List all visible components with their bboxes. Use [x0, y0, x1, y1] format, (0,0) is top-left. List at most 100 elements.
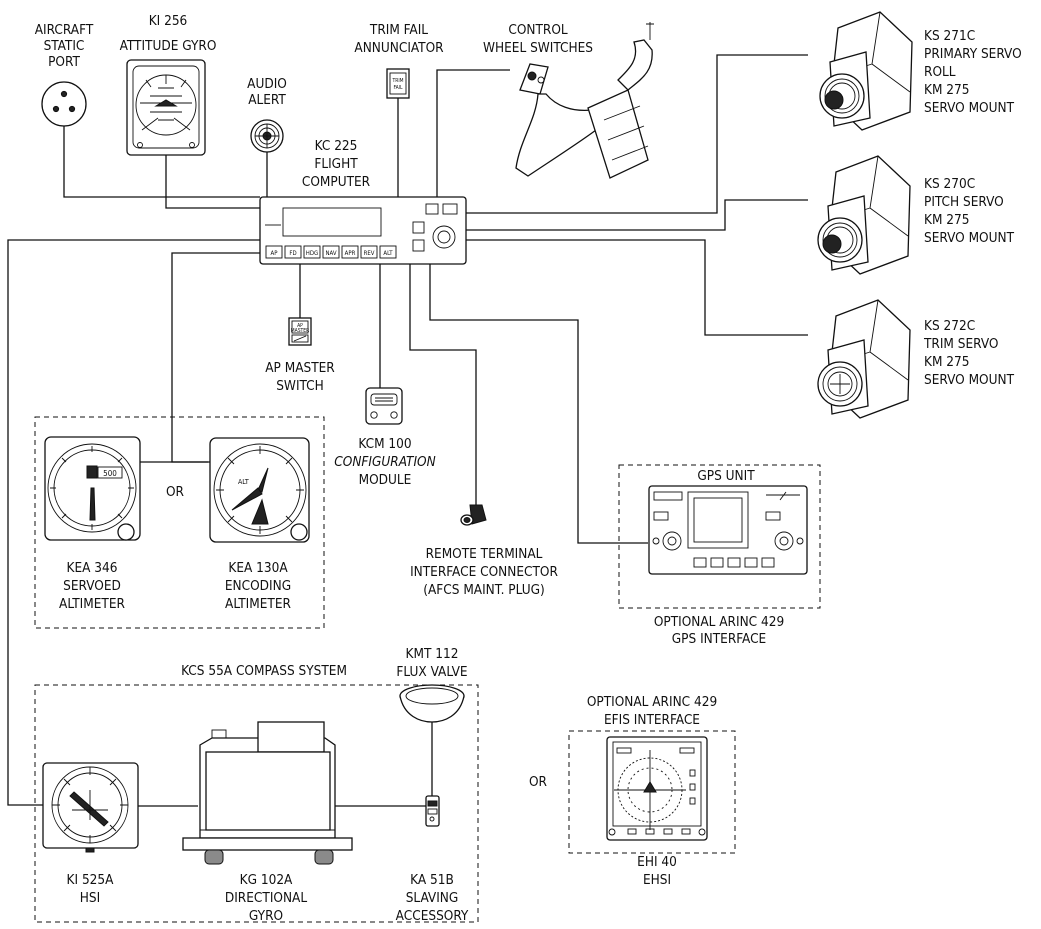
- kc225-button-label: HDG: [306, 250, 318, 257]
- directional-gyro-label: DIRECTIONAL: [225, 890, 307, 906]
- attitude-gyro-label: ATTITUDE GYRO: [120, 38, 217, 54]
- label-flight-computer: KC 225 FLIGHT COMPUTER: [302, 138, 371, 190]
- ehsi-label: EHI 40: [637, 854, 677, 870]
- trim-servo-label: KM 275: [924, 354, 969, 370]
- trim-fail-label: ANNUNCIATOR: [354, 40, 444, 56]
- ap-master-label: SWITCH: [276, 378, 324, 394]
- pitch-servo-label: PITCH SERVO: [924, 194, 1004, 210]
- or-efis-label: OR: [529, 774, 548, 790]
- encoding-altimeter-label: ALTIMETER: [225, 596, 291, 612]
- flight-computer-label: COMPUTER: [302, 174, 371, 190]
- flight-computer-label: KC 225: [315, 138, 358, 154]
- slaving-accessory-label: SLAVING: [406, 890, 459, 906]
- label-directional-gyro: KG 102A DIRECTIONAL GYRO: [225, 872, 307, 924]
- flux-valve-label: FLUX VALVE: [396, 664, 467, 680]
- roll-servo-icon: [820, 12, 912, 130]
- ap-master-face-label: MASTER: [291, 328, 310, 334]
- label-encoding-altimeter: KEA 130A ENCODING ALTIMETER: [225, 560, 292, 612]
- label-trim-fail: TRIM FAIL ANNUNCIATOR: [354, 22, 444, 56]
- label-servoed-altimeter: KEA 346 SERVOED ALTIMETER: [59, 560, 125, 612]
- pitch-servo-label: KS 270C: [924, 176, 975, 192]
- label-slaving-accessory: KA 51B SLAVING ACCESSORY: [396, 872, 469, 924]
- hsi-label: KI 525A: [67, 872, 115, 888]
- slaving-accessory-label: ACCESSORY: [396, 908, 469, 924]
- kc225-button-label: FD: [289, 250, 296, 257]
- directional-gyro-icon: [183, 722, 352, 864]
- trim-fail-annunciator-icon: TRIM FAIL: [387, 69, 409, 98]
- static-port-label: STATIC: [44, 38, 85, 54]
- audio-alert-label: ALERT: [248, 92, 286, 108]
- servoed-altimeter-label: SERVOED: [63, 578, 121, 594]
- ap-master-label: AP MASTER: [265, 360, 335, 376]
- slaving-accessory-icon: [426, 796, 439, 826]
- kc225-button-label: APR: [345, 250, 356, 257]
- efis-interface-label: OPTIONAL ARINC 429: [587, 694, 717, 710]
- label-hsi: KI 525A HSI: [67, 872, 115, 906]
- servoed-altimeter-label: KEA 346: [67, 560, 118, 576]
- kc225-button-label: REV: [364, 250, 375, 257]
- label-control-wheel: CONTROL WHEEL SWITCHES: [483, 22, 593, 56]
- pitch-servo-label: KM 275: [924, 212, 969, 228]
- pitch-servo-label: SERVO MOUNT: [924, 230, 1015, 246]
- label-gps-interface: OPTIONAL ARINC 429 GPS INTERFACE: [654, 614, 784, 647]
- ehsi-icon: [607, 737, 707, 840]
- kc225-button-label: ALT: [383, 250, 393, 257]
- remote-terminal-label: INTERFACE CONNECTOR: [410, 564, 558, 580]
- maintenance-plug-icon: [461, 505, 486, 525]
- label-attitude-gyro: KI 256 ATTITUDE GYRO: [120, 13, 217, 54]
- flight-computer-label: FLIGHT: [314, 156, 358, 172]
- servoed-altimeter-label: ALTIMETER: [59, 596, 125, 612]
- directional-gyro-label: KG 102A: [240, 872, 293, 888]
- encoding-altimeter-label: KEA 130A: [228, 560, 288, 576]
- slaving-accessory-label: KA 51B: [410, 872, 454, 888]
- trim-servo-label: KS 272C: [924, 318, 975, 334]
- gps-interface-label: OPTIONAL ARINC 429: [654, 614, 784, 630]
- static-port-label: PORT: [48, 54, 80, 70]
- label-config-module: KCM 100 CONFIGURATION MODULE: [334, 436, 435, 488]
- pitch-servo-icon: [818, 156, 910, 274]
- roll-servo-label: KM 275: [924, 82, 969, 98]
- label-flux-valve: KMT 112 FLUX VALVE: [396, 646, 467, 680]
- or-altimeter-label: OR: [166, 484, 185, 500]
- config-module-label: MODULE: [359, 472, 412, 488]
- gps-unit-icon: [649, 486, 807, 574]
- remote-terminal-label: (AFCS MAINT. PLUG): [423, 582, 545, 598]
- static-port-icon: [42, 82, 86, 126]
- kc225-button-label: AP: [271, 250, 279, 257]
- directional-gyro-label: GYRO: [249, 908, 283, 924]
- roll-servo-label: ROLL: [924, 64, 956, 80]
- kc225-button-label: NAV: [325, 250, 336, 257]
- label-remote-terminal: REMOTE TERMINAL INTERFACE CONNECTOR (AFC…: [410, 546, 558, 598]
- servoed-altimeter-icon: 500: [45, 437, 140, 540]
- remote-terminal-label: REMOTE TERMINAL: [426, 546, 543, 562]
- attitude-gyro-icon: [127, 60, 205, 155]
- trim-fail-face-label: FAIL: [393, 85, 403, 91]
- trim-fail-label: TRIM FAIL: [369, 22, 428, 38]
- label-ehsi: EHI 40 EHSI: [637, 854, 677, 888]
- label-ap-master: AP MASTER SWITCH: [265, 360, 335, 394]
- efis-interface-label: EFIS INTERFACE: [604, 712, 700, 728]
- config-module-label: CONFIGURATION: [334, 454, 435, 470]
- kc225-flight-computer: AP FD HDG NAV APR REV ALT: [260, 197, 466, 264]
- altimeter-alt-label: ALT: [238, 478, 249, 486]
- trim-servo-label: TRIM SERVO: [923, 336, 998, 352]
- roll-servo-label: PRIMARY SERVO: [924, 46, 1022, 62]
- label-audio-alert: AUDIO ALERT: [247, 76, 287, 108]
- trim-servo-label: SERVO MOUNT: [924, 372, 1015, 388]
- label-efis-interface: OPTIONAL ARINC 429 EFIS INTERFACE: [587, 694, 717, 728]
- encoding-altimeter-icon: ALT: [210, 438, 309, 542]
- hsi-icon: [43, 763, 138, 852]
- hsi-label: HSI: [80, 890, 100, 906]
- encoding-altimeter-label: ENCODING: [225, 578, 291, 594]
- flux-valve-icon: [400, 685, 464, 722]
- label-trim-servo: KS 272C TRIM SERVO KM 275 SERVO MOUNT: [923, 318, 1015, 388]
- attitude-gyro-label: KI 256: [149, 13, 188, 29]
- label-pitch-servo: KS 270C PITCH SERVO KM 275 SERVO MOUNT: [924, 176, 1015, 246]
- label-roll-servo: KS 271C PRIMARY SERVO ROLL KM 275 SERVO …: [924, 28, 1022, 116]
- static-port-label: AIRCRAFT: [35, 22, 94, 38]
- audio-alert-label: AUDIO: [247, 76, 287, 92]
- label-static-port: AIRCRAFT STATIC PORT: [35, 22, 94, 70]
- config-module-label: KCM 100: [358, 436, 411, 452]
- altimeter-counter-readout: 500: [103, 469, 117, 478]
